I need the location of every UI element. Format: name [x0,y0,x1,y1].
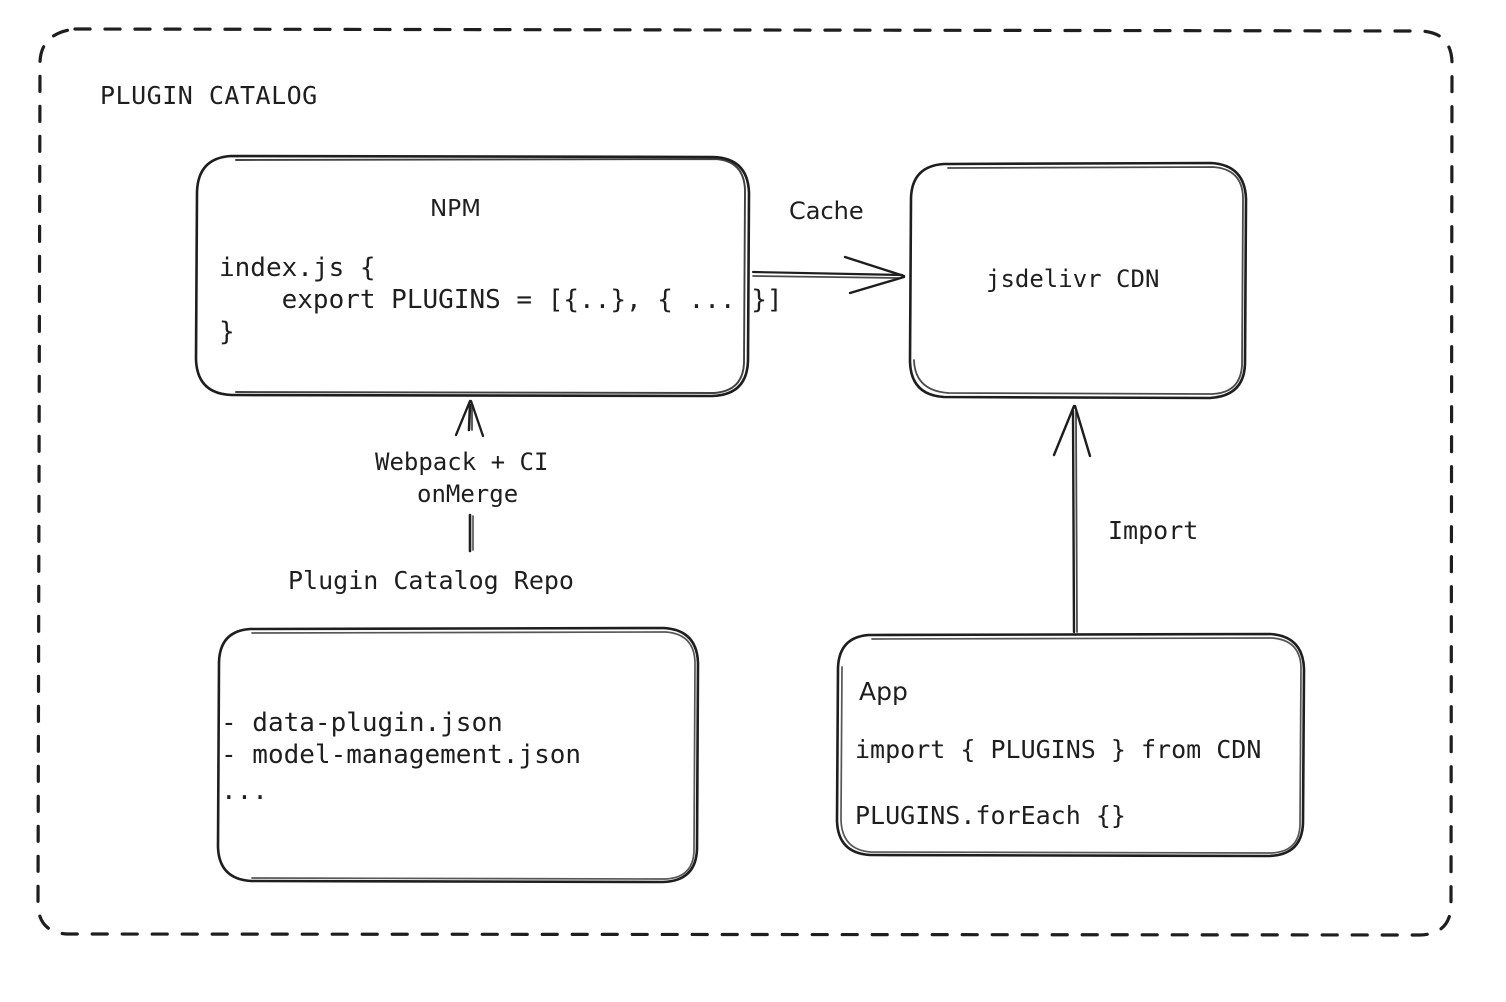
npm-code-line-2: export PLUGINS = [{..}, { ... }] [219,285,783,315]
plugin-catalog-title: PLUGIN CATALOG [100,81,318,110]
app-code-line-2: PLUGINS.forEach {} [855,801,1126,830]
edge-label-cache: Cache [789,197,864,225]
edge-repo-to-npm [454,399,485,553]
repo-file-item-2: - model-management.json [221,740,582,770]
cdn-node-title: jsdelivr CDN [986,265,1160,293]
npm-code-line-3: } [219,317,235,347]
npm-node-title: NPM [430,196,481,222]
app-code-line-1: import { PLUGINS } from CDN [855,735,1262,764]
npm-node-shape [194,154,751,398]
npm-node[interactable] [196,156,749,396]
repo-node-caption: Plugin Catalog Repo [288,566,574,595]
repo-file-item-1: - data-plugin.json [221,708,503,738]
edge-npm-to-cdn [751,255,906,295]
repo-node[interactable] [218,628,698,882]
edge-label-onmerge: onMerge [417,480,519,508]
repo-file-item-ellipsis: ... [221,776,268,806]
edge-label-webpack-ci: Webpack + CI [375,448,549,476]
cdn-node-shape [908,161,1248,400]
app-node-title: App [859,677,908,706]
edge-app-to-cdn [1052,404,1092,634]
app-node-shape [835,632,1306,858]
npm-code-line-1: index.js { [219,253,376,283]
edge-label-import: Import [1108,516,1199,545]
plugin-catalog-container [36,27,1454,937]
repo-node-shape [216,626,700,884]
app-node[interactable] [837,634,1304,856]
cdn-node[interactable] [910,163,1246,398]
